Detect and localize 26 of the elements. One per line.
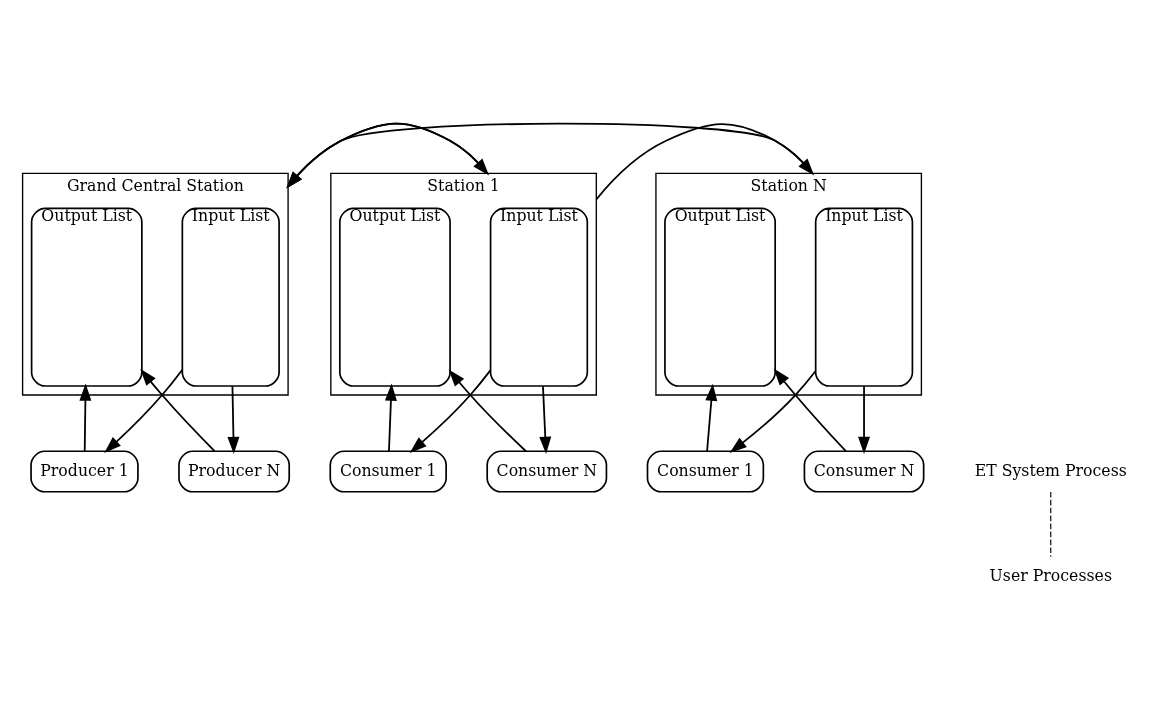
- arrow: [705, 383, 718, 453]
- arrow: [858, 385, 871, 454]
- node-box: Consumer 1: [646, 450, 765, 493]
- node-box: Output List: [664, 207, 776, 387]
- arrow: [384, 383, 397, 453]
- node-box: Output List: [30, 207, 143, 387]
- node-box: Consumer N: [803, 450, 925, 493]
- node-box: Input List: [181, 207, 280, 387]
- arrow: [539, 385, 552, 454]
- arrow: [79, 383, 92, 453]
- label: ET System Process: [974, 460, 1127, 480]
- arrow: [140, 368, 216, 452]
- label: User Processes: [989, 566, 1112, 586]
- node-box: Consumer N: [486, 450, 608, 493]
- arrow: [448, 369, 527, 453]
- arrow: [773, 368, 847, 453]
- node-box: Input List: [489, 207, 589, 387]
- node-box: Consumer 1: [329, 450, 447, 493]
- node-box: Producer N: [178, 450, 291, 493]
- node-box: Output List: [339, 207, 451, 387]
- arrow: [104, 368, 184, 454]
- arrow: [409, 369, 492, 453]
- arrow: [227, 385, 240, 454]
- node-box: Producer 1: [30, 450, 139, 493]
- node-box: Input List: [814, 207, 914, 387]
- arrow: [729, 370, 817, 453]
